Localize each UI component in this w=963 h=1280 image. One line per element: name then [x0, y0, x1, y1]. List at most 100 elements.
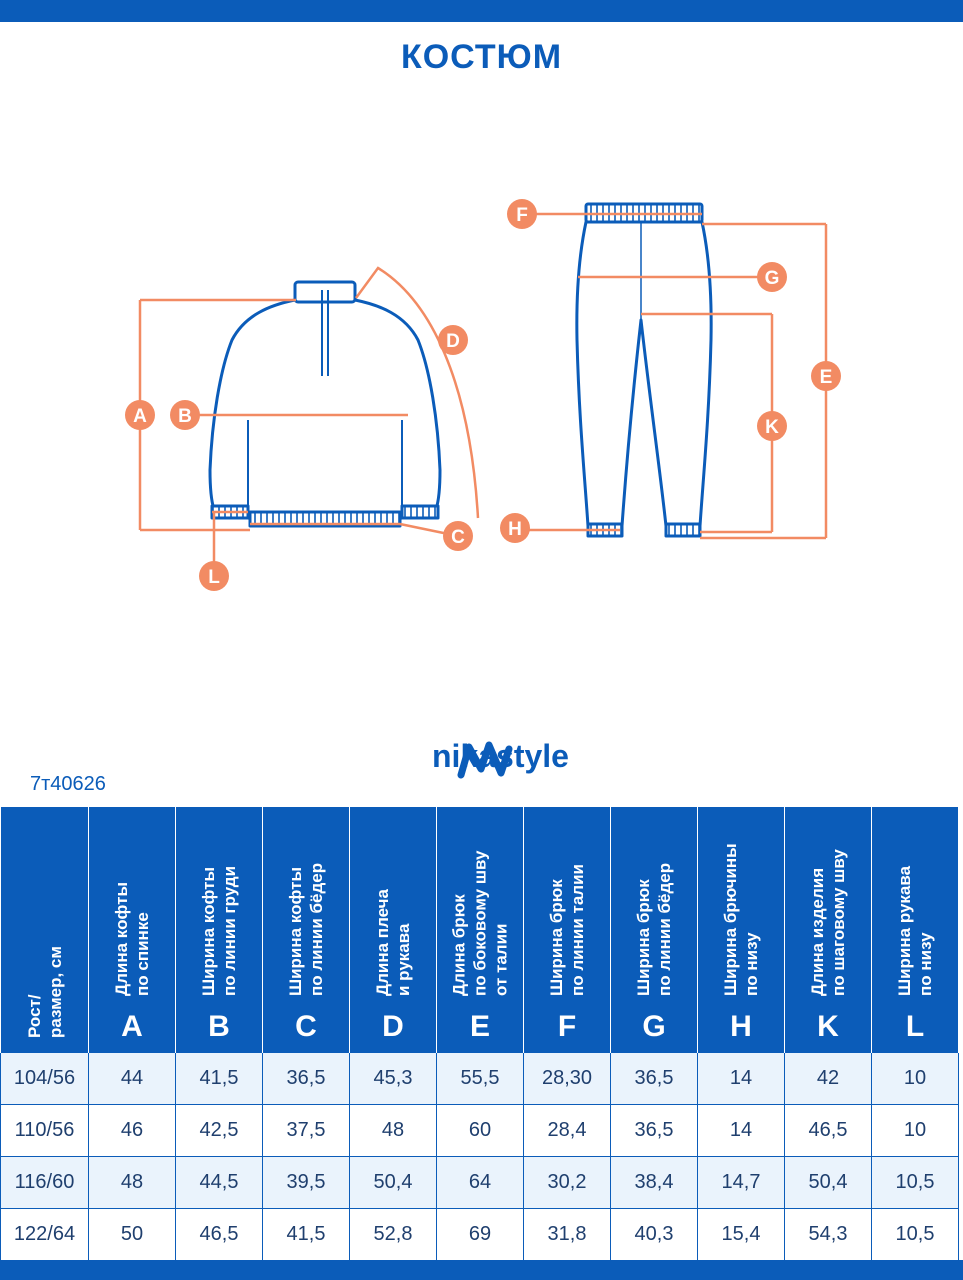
table-cell: 10 [871, 1104, 959, 1157]
label-a: A [125, 400, 155, 430]
top-bar [0, 0, 963, 22]
table-cell: 50,4 [784, 1156, 872, 1209]
table-cell: 54,3 [784, 1208, 872, 1261]
table-cell: 10,5 [871, 1156, 959, 1209]
table-cell: 46,5 [784, 1104, 872, 1157]
brand-logo-icon [457, 741, 513, 779]
svg-text:C: C [451, 527, 465, 548]
column-letter: D [382, 1010, 404, 1043]
table-cell: 28,4 [523, 1104, 611, 1157]
column-title-line: Длина плеча [373, 888, 392, 996]
size-cell: 122/64 [0, 1208, 89, 1261]
column-letter: L [905, 1010, 925, 1043]
svg-text:G: G [765, 268, 780, 289]
brand-name: nikastyle [432, 738, 569, 774]
table-cell: 69 [436, 1208, 524, 1261]
svg-text:E: E [820, 367, 833, 388]
label-g: G [757, 262, 787, 292]
column-title-line: по линии талии [568, 864, 587, 996]
table-cell: 44 [88, 1052, 176, 1105]
svg-text:D: D [446, 331, 460, 352]
size-cell: 104/56 [0, 1052, 89, 1105]
column-title-line: по линии бёдер [655, 862, 674, 996]
table-cell: 31,8 [523, 1208, 611, 1261]
column-title-line: Ширина брючины [721, 843, 740, 996]
label-b: B [170, 400, 200, 430]
column-title-line: Ширина рукава [895, 865, 914, 996]
column-title-line: Ширина кофты [199, 867, 218, 996]
table-cell: 39,5 [262, 1156, 350, 1209]
measurement-labels: A B C D E F G H K L [125, 199, 841, 591]
table-cell: 36,5 [610, 1052, 698, 1105]
table-cell: 15,4 [697, 1208, 785, 1261]
bottom-bar [0, 1260, 963, 1280]
svg-text:B: B [178, 406, 192, 427]
label-d: D [438, 325, 468, 355]
table-cell: 46,5 [175, 1208, 263, 1261]
column-letter: F [557, 1010, 577, 1043]
table-cell: 10 [871, 1052, 959, 1105]
column-title-line: Ширина брюк [634, 879, 653, 996]
svg-text:H: H [508, 519, 522, 540]
size-cell: 116/60 [0, 1156, 89, 1209]
label-e: E [811, 361, 841, 391]
column-title-line: и рукава [394, 923, 413, 996]
table-cell: 40,3 [610, 1208, 698, 1261]
column-title: Рост/размер, см [24, 946, 66, 1038]
column-title-line: по линии груди [220, 865, 239, 996]
column-title-line: по боковому шву [470, 850, 490, 997]
table-cell: 36,5 [610, 1104, 698, 1157]
label-f: F [507, 199, 537, 229]
column-letter: A [121, 1010, 143, 1043]
column-letter: C [295, 1010, 317, 1043]
column-title-line: Ширина кофты [286, 867, 305, 996]
table-cell: 42,5 [175, 1104, 263, 1157]
table-cell: 42 [784, 1052, 872, 1105]
table-cell: 30,2 [523, 1156, 611, 1209]
column-letter: E [469, 1010, 490, 1043]
table-cell: 38,4 [610, 1156, 698, 1209]
label-k: K [757, 411, 787, 441]
table-cell: 41,5 [262, 1208, 350, 1261]
table-cell: 52,8 [349, 1208, 437, 1261]
table-cell: 10,5 [871, 1208, 959, 1261]
page-title: КОСТЮМ [400, 38, 563, 76]
column-letter: K [817, 1010, 839, 1043]
table-cell: 45,3 [349, 1052, 437, 1105]
table-cell: 60 [436, 1104, 524, 1157]
column-title-line: по низу [916, 932, 935, 996]
column-title-line: Ширина брюк [547, 879, 566, 996]
table-cell: 36,5 [262, 1052, 350, 1105]
table-cell: 41,5 [175, 1052, 263, 1105]
column-title-line: размер, см [45, 946, 65, 1038]
column-title-line: по линии бёдер [307, 862, 326, 996]
table-cell: 50 [88, 1208, 176, 1261]
label-h: H [500, 513, 530, 543]
svg-text:F: F [516, 205, 528, 226]
column-title-line: Длина кофты [112, 882, 131, 996]
column-letter: G [642, 1010, 666, 1043]
table-cell: 14 [697, 1104, 785, 1157]
jacket-drawing [208, 280, 442, 528]
column-title-line: Длина изделия [808, 867, 827, 996]
table-cell: 14,7 [697, 1156, 785, 1209]
measurement-diagram: A B C D E F G H K L [125, 199, 841, 591]
